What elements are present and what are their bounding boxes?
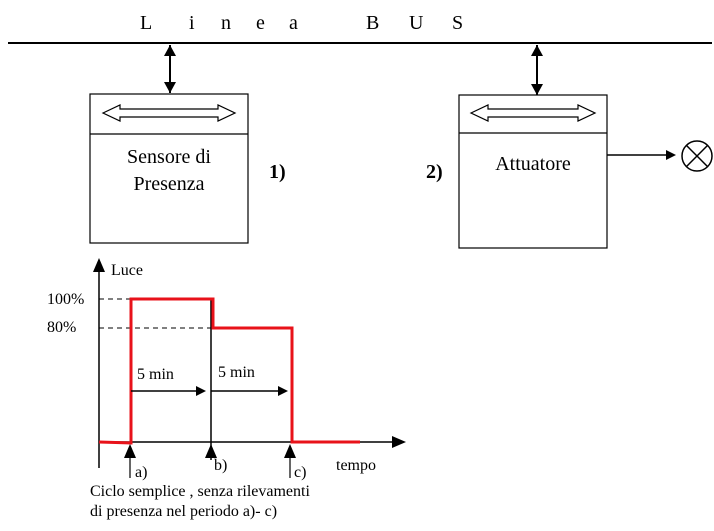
caption-line1: Ciclo semplice , senza rilevamenti — [90, 483, 310, 500]
sensor-label-line1: Sensore di — [127, 146, 211, 168]
graph-axes — [93, 258, 406, 468]
x-axis-label: tempo — [336, 457, 376, 474]
sensor-block — [89, 93, 249, 244]
actuator-label: Attuatore — [495, 153, 571, 175]
caption-line2: di presenza nel periodo a)- c) — [90, 503, 278, 520]
bus-label-letter: B — [366, 12, 380, 34]
actuator-number: 2) — [426, 161, 443, 183]
interval-label: 5 min — [137, 366, 174, 383]
y-axis-label: Luce — [111, 262, 143, 279]
level-label-80: 80% — [47, 319, 77, 336]
bus-label-letter: i — [189, 12, 195, 34]
event-label-a: a) — [135, 464, 148, 481]
event-label-b: b) — [214, 457, 228, 474]
event-c-arrow — [284, 444, 296, 478]
sensor-label-line2: Presenza — [133, 173, 205, 195]
sensor-bidirectional-arrow-icon — [101, 104, 237, 122]
level-label-100: 100% — [47, 291, 85, 308]
lamp-icon — [681, 140, 713, 172]
bus-label-letter: e — [256, 12, 265, 34]
actuator-bus-connector — [531, 45, 543, 95]
bus-label-letter: L — [140, 12, 153, 34]
event-b-arrow — [205, 444, 217, 458]
actuator-bidirectional-arrow-icon — [469, 104, 597, 122]
interval-label: 5 min — [218, 364, 255, 381]
bus-label-letter: U — [409, 12, 424, 34]
event-a-arrow — [124, 444, 136, 478]
event-label-c: c) — [294, 464, 307, 481]
bus-label-letter: n — [221, 12, 231, 34]
sensor-number: 1) — [269, 161, 286, 183]
light-signal-trace — [98, 297, 360, 445]
bus-label-letter: a — [289, 12, 298, 34]
bus-label-letter: S — [452, 12, 464, 34]
sensor-bus-connector — [164, 45, 176, 93]
actuator-block — [458, 94, 608, 249]
